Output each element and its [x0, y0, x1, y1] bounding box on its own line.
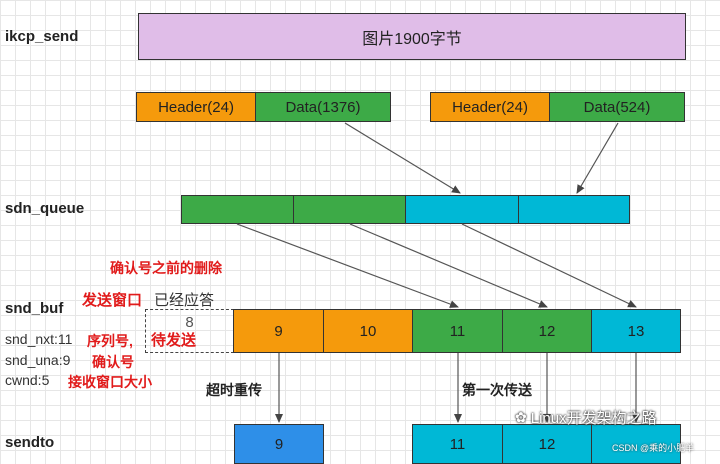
acked-note: 已经应答 [154, 292, 215, 309]
snd-buf-cell: 12 [502, 309, 592, 353]
fragment1-header: Header(24) [136, 92, 256, 122]
watermark-csdn: CSDN @乘的小肥羊 [612, 443, 695, 453]
acked-delete-note: 确认号之前的删除 [110, 260, 222, 276]
arrow-frag1-to-queue [344, 122, 461, 194]
row-label-sdn-queue: sdn_queue [5, 200, 85, 217]
row-label-snd-buf: snd_buf [5, 300, 64, 317]
image-1900-bytes-box: 图片1900字节 [138, 13, 686, 60]
sdn-queue-segment [293, 195, 406, 224]
fragment2-data: Data(524) [549, 92, 685, 122]
recv-window-note: 接收窗口大小 [68, 374, 152, 390]
timeout-retransmit-label: 超时重传 [206, 382, 262, 398]
snd-buf-cell-label: 8 [185, 314, 194, 331]
cwnd-label: cwnd:5 [5, 372, 50, 388]
arrow-queue-to-buf-11 [236, 223, 459, 308]
pending-send-note: 待发送 [151, 332, 197, 349]
snd-buf-cell: 9 [233, 309, 324, 353]
snd-buf-cell: 11 [412, 309, 503, 353]
snd-nxt-label: snd_nxt:11 [5, 331, 73, 347]
arrow-queue-to-buf-12 [349, 223, 548, 308]
wechat-icon: ✿ [515, 409, 527, 425]
sdn-queue-segment [405, 195, 519, 224]
fragment1-data: Data(1376) [255, 92, 391, 122]
snd-una-label: snd_una:9 [5, 352, 71, 368]
row-label-ikcp-send: ikcp_send [5, 28, 79, 45]
first-send-label: 第一次传送 [462, 382, 532, 398]
arrow-queue-to-buf-13 [461, 223, 637, 308]
ack-number-note: 确认号 [92, 354, 134, 370]
seq-number-note: 序列号, [87, 333, 133, 349]
snd-buf-cell: 13 [591, 309, 681, 353]
sdn-queue-segment [518, 195, 630, 224]
row-label-sendto: sendto [5, 434, 55, 451]
arrow-frag2-to-queue [576, 122, 619, 194]
sdn-queue-segment [181, 195, 294, 224]
fragment2-header: Header(24) [430, 92, 550, 122]
send-window-note: 发送窗口 [82, 292, 143, 309]
watermark-brand-text: Linux开发架构之路 [530, 410, 657, 427]
watermark-brand: ✿ Linux开发架构之路 [515, 407, 657, 428]
snd-buf-cell: 10 [323, 309, 413, 353]
